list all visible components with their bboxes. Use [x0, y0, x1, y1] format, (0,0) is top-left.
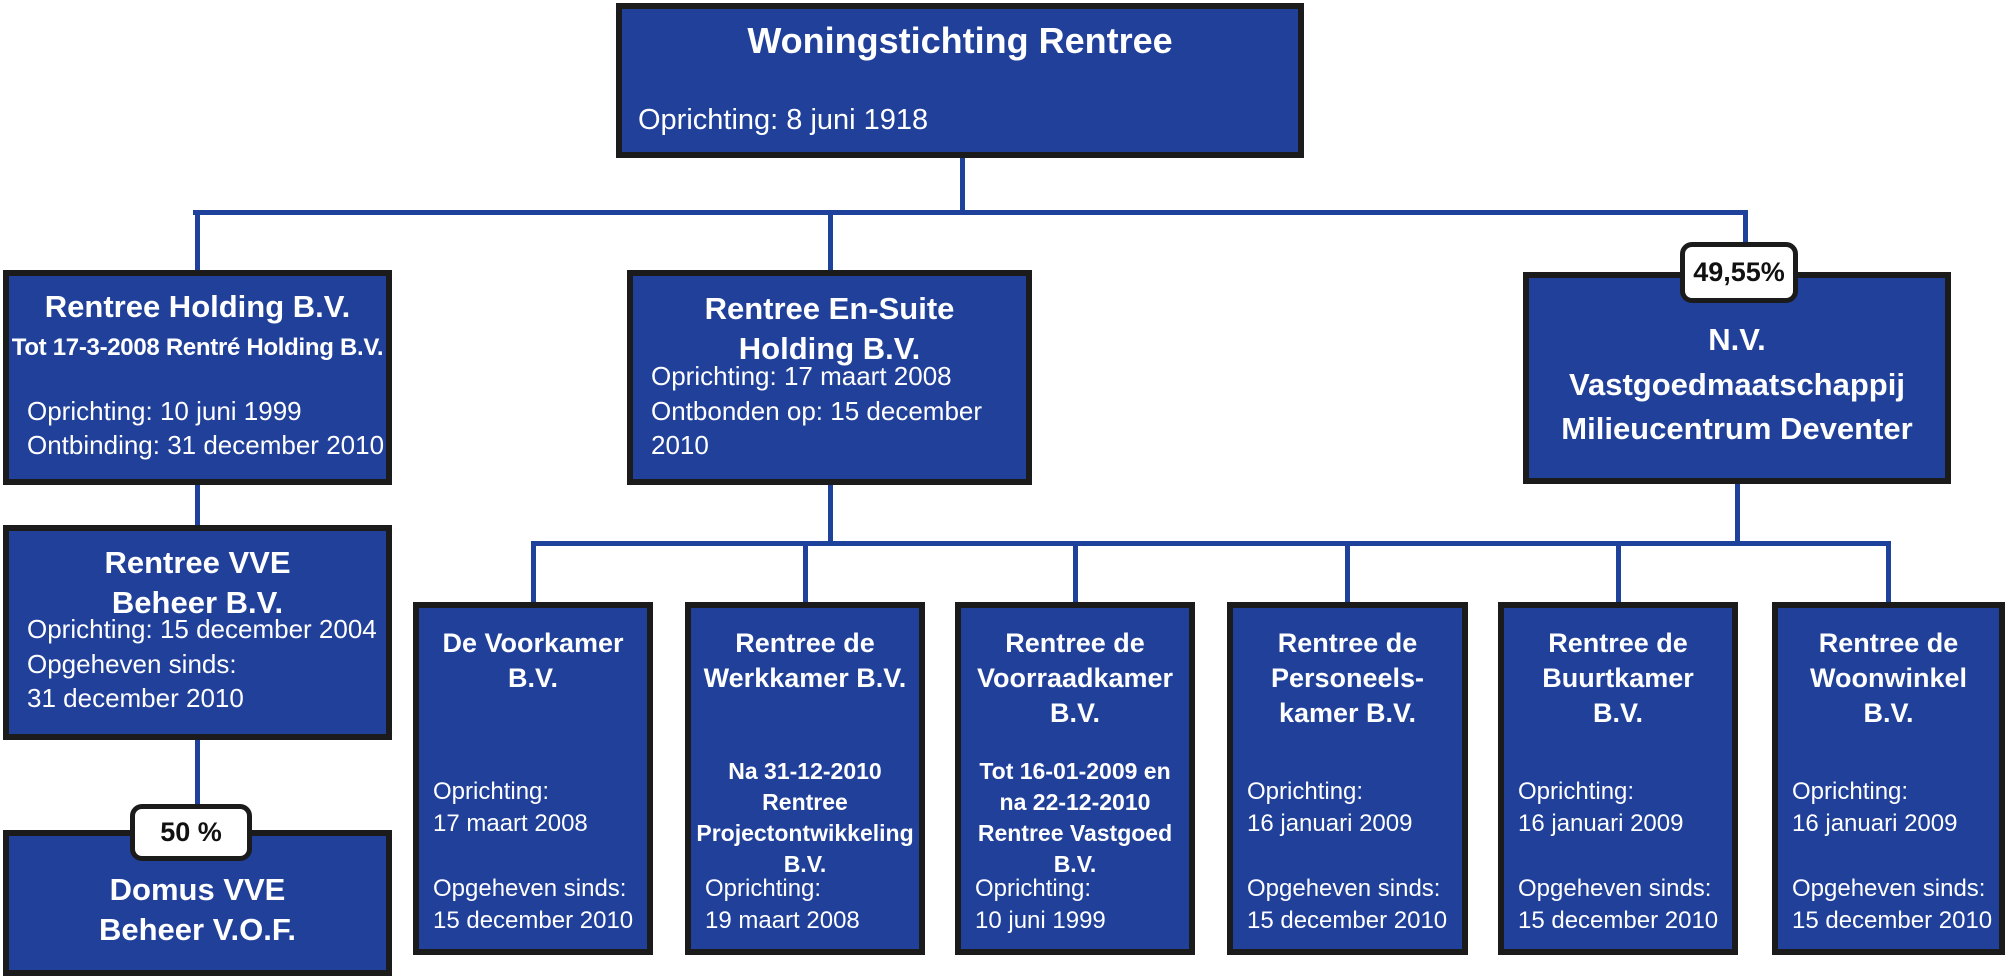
node-title: N.V. Vastgoedmaatschappij Milieucentrum …	[1561, 321, 1913, 447]
node-subtitle: Tot 17-3-2008 Rentré Holding B.V.	[11, 334, 384, 361]
node-title: Domus VVE Beheer V.O.F.	[98, 872, 296, 948]
org-node-domus-vve-beheer: Domus VVE Beheer V.O.F.	[3, 830, 392, 976]
connector-rail-level2	[531, 541, 1891, 546]
node-title: Rentree de Werkkamer B.V.	[703, 628, 907, 694]
node-info: Oprichting: 10 juni 1999 Ontbinding: 31 …	[27, 395, 385, 461]
connector-child6-drop	[1886, 541, 1891, 604]
node-title: Rentree En-Suite Holding B.V.	[704, 291, 955, 367]
org-node-rentree-de-personeelskamer: Rentree de Personeels- kamer B.V. Oprich…	[1227, 602, 1468, 955]
node-subtitle: Na 31-12-2010 Rentree Projectontwikkelin…	[696, 758, 914, 878]
org-node-nv-vastgoedmaatschappij: N.V. Vastgoedmaatschappij Milieucentrum …	[1523, 272, 1951, 484]
node-title: Rentree VVE Beheer B.V.	[104, 545, 291, 621]
node-info: Oprichting: 17 maart 2008 Opgeheven sind…	[433, 778, 634, 934]
node-title: Rentree de Buurtkamer B.V.	[1542, 628, 1694, 729]
node-info: Oprichting: 10 juni 1999	[975, 874, 1106, 934]
connector-holding-vve	[195, 483, 200, 527]
node-subtitle: Tot 16-01-2009 en na 22-12-2010 Rentree …	[977, 758, 1173, 878]
connector-child5-drop	[1616, 541, 1621, 604]
node-title: Rentree de Woonwinkel B.V.	[1809, 628, 1967, 729]
node-info: Oprichting: 8 juni 1918	[638, 104, 929, 136]
ownership-badge-domus: 50 %	[130, 804, 252, 861]
connector-vve-domus	[195, 738, 200, 832]
connector-ensuite-drop	[828, 210, 833, 272]
node-info: Oprichting: 15 december 2004 Opgeheven s…	[27, 614, 377, 714]
node-info: Oprichting: 17 maart 2008 Ontbonden op: …	[651, 361, 983, 461]
node-info: Oprichting: 16 januari 2009 Opgeheven si…	[1792, 778, 1993, 934]
org-node-rentree-vve-beheer: Rentree VVE Beheer B.V. Oprichting: 15 d…	[3, 525, 392, 740]
org-node-rentree-en-suite-holding: Rentree En-Suite Holding B.V. Oprichting…	[627, 270, 1032, 485]
connector-child2-drop	[803, 541, 808, 604]
org-node-de-voorkamer: De Voorkamer B.V. Oprichting: 17 maart 2…	[413, 602, 653, 955]
connector-child1-drop	[531, 541, 536, 604]
connector-nv-rail2	[1735, 482, 1740, 546]
connector-child3-drop	[1073, 541, 1078, 604]
connector-root-drop	[960, 156, 965, 214]
node-title: Rentree de Personeels- kamer B.V.	[1270, 628, 1425, 729]
node-title: Rentree Holding B.V.	[44, 289, 351, 324]
node-title: Woningstichting Rentree	[747, 20, 1173, 61]
ownership-badge-nv: 49,55%	[1680, 242, 1798, 303]
org-node-rentree-de-voorraadkamer: Rentree de Voorraadkamer B.V. Tot 16-01-…	[955, 602, 1195, 955]
org-node-woningstichting-rentree: Woningstichting Rentree Oprichting: 8 ju…	[616, 3, 1304, 158]
connector-child4-drop	[1345, 541, 1350, 604]
connector-ensuite-rail2	[828, 483, 833, 546]
node-title: De Voorkamer B.V.	[442, 628, 624, 694]
node-title: Rentree de Voorraadkamer B.V.	[976, 628, 1174, 729]
org-node-rentree-de-woonwinkel: Rentree de Woonwinkel B.V. Oprichting: 1…	[1772, 602, 2005, 955]
org-node-rentree-holding: Rentree Holding B.V. Tot 17-3-2008 Rentr…	[3, 270, 392, 485]
connector-holding-drop	[195, 210, 200, 272]
node-info: Oprichting: 19 maart 2008	[705, 874, 860, 934]
org-node-rentree-de-buurtkamer: Rentree de Buurtkamer B.V. Oprichting: 1…	[1498, 602, 1738, 955]
connector-rail-level1	[193, 210, 1748, 215]
node-info: Oprichting: 16 januari 2009 Opgeheven si…	[1518, 778, 1719, 934]
node-info: Oprichting: 16 januari 2009 Opgeheven si…	[1247, 778, 1448, 934]
org-node-rentree-de-werkkamer: Rentree de Werkkamer B.V. Na 31-12-2010 …	[685, 602, 925, 955]
